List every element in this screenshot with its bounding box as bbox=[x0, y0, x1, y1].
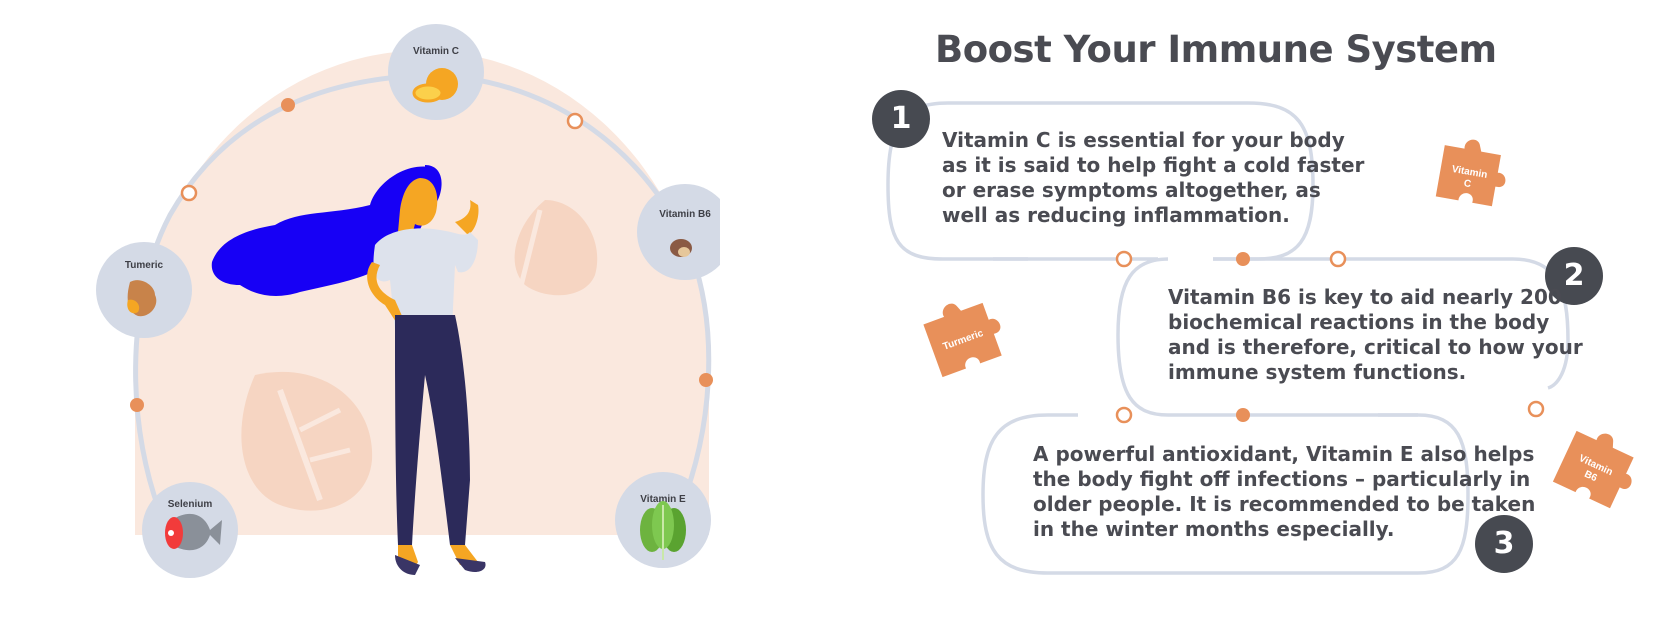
step-1-text: Vitamin C is essential for your body as … bbox=[942, 128, 1364, 228]
fish-icon bbox=[165, 513, 222, 551]
nutrient-selenium: Selenium bbox=[142, 482, 238, 578]
arc-dot bbox=[699, 373, 713, 387]
step-number-2: 2 bbox=[1545, 247, 1603, 305]
step-3-line: A powerful antioxidant, Vitamin E also h… bbox=[1033, 442, 1535, 466]
connector-dot bbox=[1115, 250, 1133, 268]
step-2-text: Vitamin B6 is key to aid nearly 200 bioc… bbox=[1168, 285, 1583, 385]
arc-dot bbox=[130, 398, 144, 412]
step-3-line: older people. It is recommended to be ta… bbox=[1033, 492, 1536, 516]
tumeric-root-icon bbox=[127, 280, 157, 317]
connector-dot bbox=[1527, 400, 1545, 418]
connector-dot bbox=[1115, 406, 1133, 424]
steps-connector bbox=[886, 101, 1570, 575]
step-3-line: the body fight off infections – particul… bbox=[1033, 467, 1531, 491]
step-2-line: and is therefore, critical to how your bbox=[1168, 335, 1583, 359]
bean-icon bbox=[670, 239, 692, 257]
nutrient-label: Selenium bbox=[168, 499, 213, 510]
nutrient-vitamin-e: Vitamin E bbox=[615, 472, 711, 568]
step-2-line: immune system functions. bbox=[1168, 360, 1467, 384]
step-number-3: 3 bbox=[1475, 515, 1533, 573]
step-1-line: well as reducing inflammation. bbox=[942, 203, 1290, 227]
nutrient-tumeric: Tumeric bbox=[96, 242, 192, 338]
nutrient-vitamin-c: Vitamin C bbox=[388, 24, 484, 120]
connector-dot bbox=[1329, 250, 1347, 268]
arc-dot bbox=[566, 112, 584, 130]
step-2-line: Vitamin B6 is key to aid nearly 200 bbox=[1168, 285, 1562, 309]
step-1-line: or erase symptoms altogether, as bbox=[942, 178, 1321, 202]
orange-icon bbox=[412, 68, 458, 103]
puzzle-piece-vitamin-c: Vitamin C bbox=[1435, 139, 1506, 207]
connector-dot bbox=[1236, 408, 1250, 422]
arc-dot bbox=[281, 98, 295, 112]
nutrient-label: Tumeric bbox=[125, 260, 164, 271]
step-1-line: as it is said to help fight a cold faste… bbox=[942, 153, 1365, 177]
puzzle-piece-turmeric: Turmeric bbox=[923, 302, 1002, 378]
woman-figure bbox=[211, 165, 486, 575]
nutrient-label: Vitamin E bbox=[640, 494, 686, 505]
connector-dot bbox=[1236, 252, 1250, 266]
nutrient-label: Vitamin B6 bbox=[659, 209, 711, 220]
arc-dot bbox=[180, 184, 198, 202]
step-3-line: in the winter months especially. bbox=[1033, 517, 1395, 541]
step-number-1: 1 bbox=[872, 90, 930, 148]
leaf-decoration-bottom bbox=[241, 371, 373, 511]
step-1-line: Vitamin C is essential for your body bbox=[942, 128, 1345, 152]
step-2-line: biochemical reactions in the body bbox=[1168, 310, 1550, 334]
illustration: Vitamin C Vitamin B6 Tumeric Seleni bbox=[96, 24, 720, 578]
page-title: Boost Your Immune System bbox=[935, 28, 1497, 71]
nutrient-vitamin-b6: Vitamin B6 bbox=[637, 184, 720, 280]
puzzle-label: B6 bbox=[1582, 469, 1599, 485]
nutrient-label: Vitamin C bbox=[413, 46, 459, 57]
spinach-icon bbox=[640, 501, 686, 560]
puzzle-piece-vitamin-b6: Vitamin B6 bbox=[1552, 430, 1634, 509]
puzzle-label: C bbox=[1463, 178, 1472, 190]
leaf-decoration-top bbox=[514, 200, 598, 296]
step-3-text: A powerful antioxidant, Vitamin E also h… bbox=[1033, 442, 1535, 542]
